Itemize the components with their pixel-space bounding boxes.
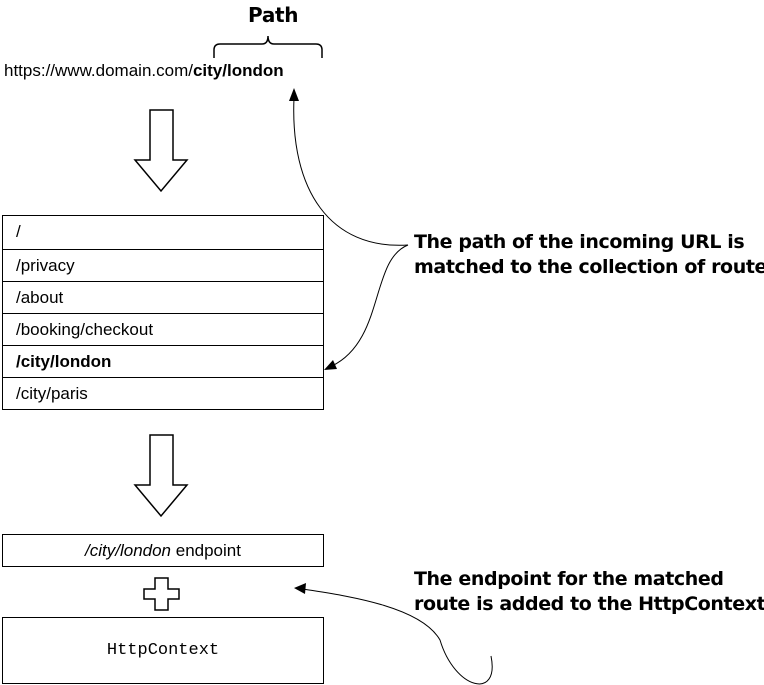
route-row: /booking/checkout: [3, 313, 323, 345]
incoming-url: https://www.domain.com/city/london: [4, 61, 284, 81]
match-note-line-2: matched to the collection of routes.: [414, 256, 764, 278]
httpcontext-box: HttpContext: [2, 617, 324, 684]
path-label: Path: [248, 3, 299, 27]
down-arrow-2: [133, 434, 189, 518]
route-row-matched: /city/london: [3, 345, 323, 377]
route-row: /about: [3, 281, 323, 313]
curve-to-url: [293, 97, 409, 246]
match-note: The path of the incoming URL is matched …: [414, 230, 764, 280]
curve-to-endpoint: [302, 588, 493, 685]
plus-icon: [143, 577, 180, 611]
endpoint-note-line-2: route is added to the HttpContext.: [414, 593, 764, 615]
url-prefix: https://www.domain.com/: [4, 61, 193, 80]
route-row: /privacy: [3, 249, 323, 281]
endpoint-suffix: endpoint: [171, 541, 241, 560]
route-row: /city/paris: [3, 377, 323, 409]
endpoint-route: /city/london: [85, 541, 172, 560]
endpoint-note: The endpoint for the matched route is ad…: [414, 567, 764, 617]
arrowhead-url: [289, 88, 299, 101]
arrowhead-endpoint: [294, 583, 306, 594]
down-arrow-1: [133, 109, 189, 193]
match-note-line-1: The path of the incoming URL is: [414, 231, 745, 253]
arrowhead-route: [324, 360, 337, 370]
curve-to-route: [331, 244, 409, 367]
endpoint-note-line-1: The endpoint for the matched: [414, 568, 724, 590]
route-collection: / /privacy/about/booking/checkout/city/lo…: [2, 215, 324, 410]
path-brace: [213, 35, 323, 58]
endpoint-box: /city/london endpoint: [2, 534, 324, 567]
route-row: /: [16, 222, 21, 241]
url-path: city/london: [192, 61, 284, 80]
